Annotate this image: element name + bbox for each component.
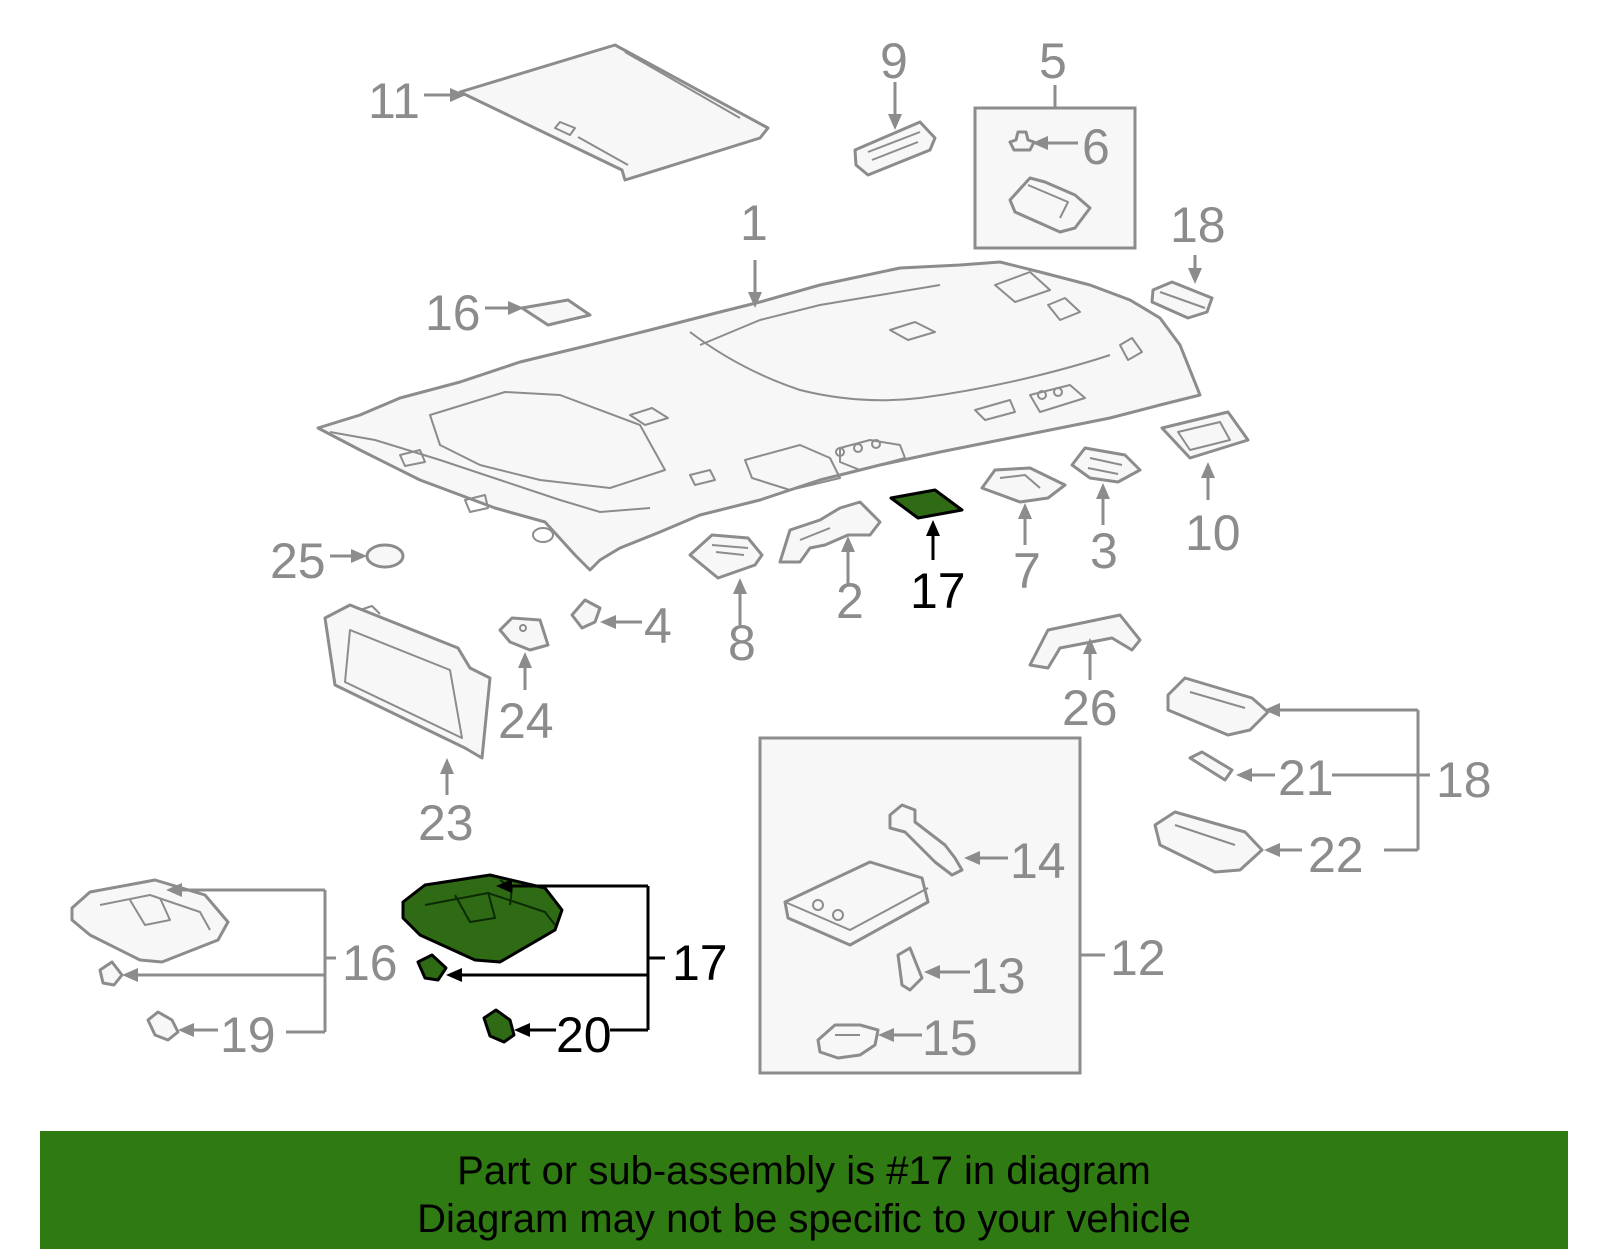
part-19-bulb[interactable] [98,960,124,987]
part-15-socket[interactable] [816,1023,880,1060]
part-9-bracket[interactable] [853,120,937,177]
leader-26 [1083,638,1097,680]
callout-7: 7 [1013,543,1041,599]
leader-7 [1018,503,1032,545]
callout-11: 11 [368,73,420,129]
callout-17-upper: 17 [910,563,966,619]
leader-22 [1264,843,1302,857]
callout-12: 12 [1110,930,1166,986]
callout-18-lower: 18 [1436,752,1492,808]
notice-banner: Part or sub-assembly is #17 in diagram D… [40,1131,1568,1249]
leader-17-upper [926,520,940,560]
callout-6: 6 [1082,119,1110,175]
part-17-pad-highlighted[interactable] [889,488,964,520]
callout-16-lower: 16 [342,935,398,991]
callout-5: 5 [1039,33,1067,89]
callout-19: 19 [220,1007,276,1063]
callout-13: 13 [970,948,1026,1004]
part-17-dome-lamp-highlighted[interactable] [401,873,564,964]
callout-23: 23 [418,795,474,851]
leader-18-upper [1188,255,1202,284]
part-10-bezel[interactable] [1160,410,1250,460]
leader-4 [600,615,642,629]
leader-10 [1201,462,1215,500]
callout-2: 2 [836,573,864,629]
leader-8 [733,578,747,625]
leader-6 [1032,136,1078,150]
part-21-bulb[interactable] [1188,750,1234,782]
part-20-socket-highlighted[interactable] [482,1008,516,1044]
leader-1 [748,260,762,308]
leader-25 [330,549,367,563]
part-2-bracket[interactable] [778,500,882,564]
part-12-map-lamp[interactable] [783,860,930,947]
leader-2 [841,536,855,585]
leader-16-upper [485,301,524,315]
part-16-dome-lamp[interactable] [70,878,230,964]
part-19-socket[interactable] [146,1010,180,1042]
part-22-lens[interactable] [1153,810,1264,874]
callout-22: 22 [1308,827,1364,883]
leader-3 [1096,483,1110,525]
leader-11 [424,88,466,102]
callout-8: 8 [728,615,756,671]
part-5-holder[interactable] [1008,176,1092,234]
part-7-cover[interactable] [980,466,1067,504]
part-25-cap[interactable] [365,543,405,569]
part-20-bulb-highlighted[interactable] [416,953,448,982]
part-22-lamp-lower[interactable] [1166,676,1270,737]
leader-20 [514,1023,556,1037]
leader-18-lower-bracket [1264,703,1430,852]
callout-10: 10 [1185,505,1241,561]
banner-line-1: Part or sub-assembly is #17 in diagram [457,1149,1151,1193]
leader-15 [878,1028,922,1042]
leader-24 [518,652,532,690]
callout-26: 26 [1062,680,1118,736]
part-8-bezel[interactable] [688,533,764,580]
leader-23 [440,758,454,795]
part-26-grip[interactable] [1028,613,1142,670]
callout-15: 15 [922,1010,978,1066]
leader-9 [888,82,902,130]
callout-9: 9 [880,33,908,89]
callout-14: 14 [1010,833,1066,889]
part-4-clip[interactable] [570,598,602,630]
leader-21 [1236,768,1275,782]
callout-4: 4 [644,598,672,654]
callout-20: 20 [556,1007,612,1063]
part-1-headliner[interactable] [316,260,1202,572]
callout-3: 3 [1090,523,1118,579]
part-24-bracket[interactable] [498,616,550,652]
leader-17-lower-bracket [446,879,665,1032]
part-11-sunshade[interactable] [458,43,770,182]
callout-25: 25 [270,533,326,589]
callout-21: 21 [1278,750,1334,806]
leader-14 [964,851,1008,865]
part-3-bracket[interactable] [1070,446,1142,484]
part-16-pad-upper[interactable] [520,298,592,327]
part-14-bracket[interactable] [888,803,964,877]
callout-17-lower: 17 [672,935,728,991]
part-18-cover[interactable] [1150,280,1214,320]
part-13-lens[interactable] [896,946,924,992]
leader-19 [178,1023,218,1037]
part-6-clip[interactable] [1008,130,1036,152]
banner-line-2: Diagram may not be specific to your vehi… [417,1197,1191,1241]
callout-24: 24 [498,693,554,749]
part-23-sunvisor[interactable] [323,603,492,760]
callout-18-upper: 18 [1170,197,1226,253]
leader-16-lower-bracket [122,883,336,1034]
callout-1: 1 [740,195,768,251]
callout-16-upper: 16 [425,285,481,341]
leader-13 [924,965,970,979]
